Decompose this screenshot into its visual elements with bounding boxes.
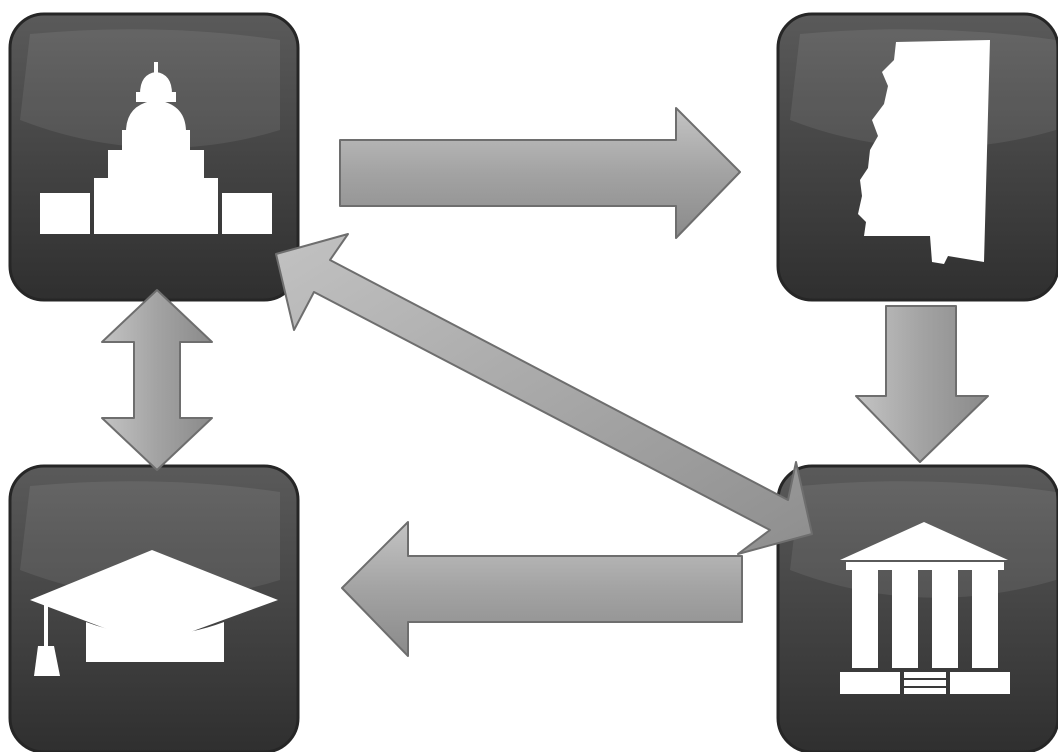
capitol-building-icon: [40, 62, 272, 234]
columned-building-icon: [840, 522, 1010, 694]
arrow-federal-to-state: [339, 107, 741, 239]
arrow-federal-institution-two-way: [275, 233, 813, 555]
arrow-federal-education-two-way: [101, 289, 213, 471]
arrow-state-to-institution: [855, 305, 989, 463]
mississippi-state-map-icon: [858, 40, 990, 264]
arrow-institution-to-education: [341, 521, 743, 657]
graduation-cap-icon: [30, 550, 278, 676]
